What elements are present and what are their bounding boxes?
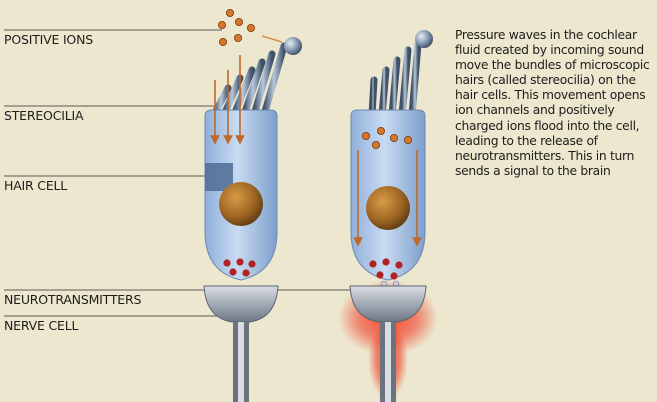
label-nerve-cell: NERVE CELL bbox=[4, 319, 78, 333]
right-stereocilia bbox=[362, 44, 418, 115]
right-nerve-fiber-core bbox=[385, 322, 391, 402]
label-leader-lines bbox=[4, 30, 370, 316]
label-hair-cell: HAIR CELL bbox=[4, 179, 67, 193]
left-nucleus bbox=[219, 182, 263, 226]
right-kinocilium-ball bbox=[415, 30, 433, 48]
left-stereocilia bbox=[214, 46, 284, 115]
caption-text: Pressure waves in the cochlear fluid cre… bbox=[455, 28, 655, 179]
label-stereocilia: STEREOCILIA bbox=[4, 109, 83, 123]
left-kinocilium-ball bbox=[284, 37, 302, 55]
left-synapse-cup bbox=[204, 286, 278, 322]
label-positive-ions: POSITIVE IONS bbox=[4, 33, 93, 47]
left-ion-flow-stroke bbox=[262, 36, 282, 42]
right-nucleus bbox=[366, 186, 410, 230]
label-neurotransmitters: NEUROTRANSMITTERS bbox=[4, 293, 141, 307]
right-hair-cell bbox=[338, 30, 438, 402]
left-nerve-fiber-core bbox=[238, 322, 244, 402]
left-hair-cell bbox=[204, 9, 302, 402]
left-positive-ions bbox=[218, 9, 254, 45]
